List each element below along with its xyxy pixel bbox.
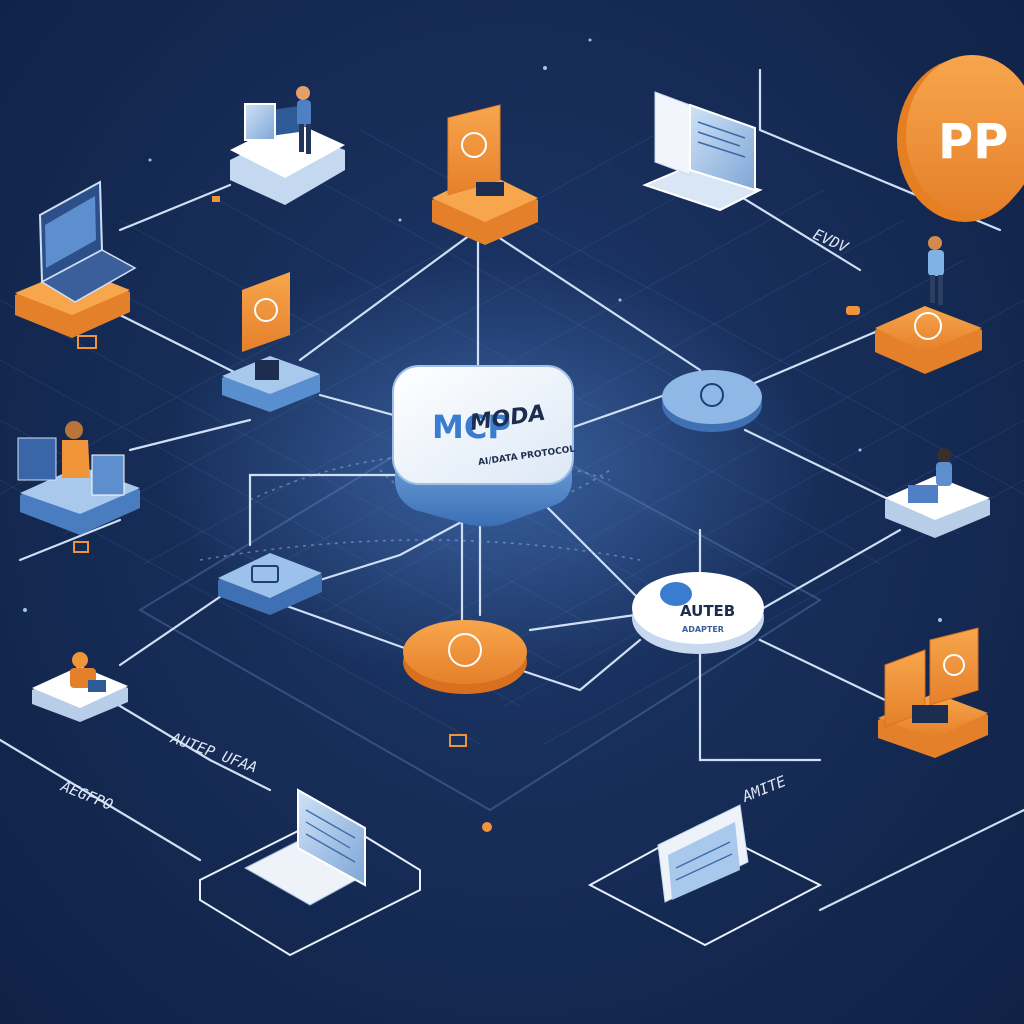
laptop-node-bottom[interactable]: [199, 788, 421, 957]
person-desk-node[interactable]: [230, 86, 345, 205]
security-panel-node[interactable]: [222, 272, 320, 412]
analyst-desk-node[interactable]: [885, 448, 990, 538]
data-traces: [199, 453, 641, 561]
gear-icon: [461, 132, 487, 158]
person-icon: [296, 86, 310, 100]
laptop-node-left[interactable]: [15, 180, 137, 338]
connection-lines: [0, 68, 1024, 912]
orange-user-node[interactable]: [875, 236, 982, 374]
person-icon: [928, 236, 942, 250]
person-icon: [72, 652, 88, 668]
tag-left-diagonal: AUTEP UFAA: [168, 729, 260, 777]
person-icon: [937, 448, 951, 462]
hub-logo: MCP: [432, 408, 511, 446]
person-icon: [65, 421, 83, 439]
developer-desk-node[interactable]: [17, 421, 140, 535]
sparkle-dots: [23, 38, 942, 622]
orange-panel-node[interactable]: [878, 627, 988, 758]
pp-badge[interactable]: PP: [897, 55, 1024, 222]
chart-icon: [943, 654, 965, 676]
face-icon: [914, 312, 942, 340]
accent-markers: [73, 196, 860, 832]
central-hub[interactable]: MCP MODA AI/DATA PROTOCOL: [392, 365, 576, 527]
adapter-disc-node[interactable]: AUTEB ADAPTER: [632, 572, 764, 654]
orange-terminal-node[interactable]: [432, 104, 538, 245]
document-node[interactable]: [587, 804, 823, 947]
blue-chip-node[interactable]: [218, 553, 322, 615]
adapter-caption: ADAPTER: [682, 625, 724, 634]
blue-disc-node[interactable]: [662, 370, 762, 432]
small-desk-node[interactable]: [32, 652, 128, 722]
lock-icon: [254, 298, 278, 322]
adapter-title: AUTEB: [680, 602, 735, 620]
orange-disc-node[interactable]: [403, 620, 527, 694]
platform-outline: [138, 408, 822, 812]
tag-right-bottom: AMITE: [739, 772, 789, 806]
badge-text: PP: [938, 114, 1008, 170]
tag-left-bottom: AEGFPO: [58, 777, 116, 814]
target-icon: [448, 633, 482, 667]
cloud-icon: [700, 383, 724, 407]
laptop-node-top-right[interactable]: [642, 91, 763, 212]
